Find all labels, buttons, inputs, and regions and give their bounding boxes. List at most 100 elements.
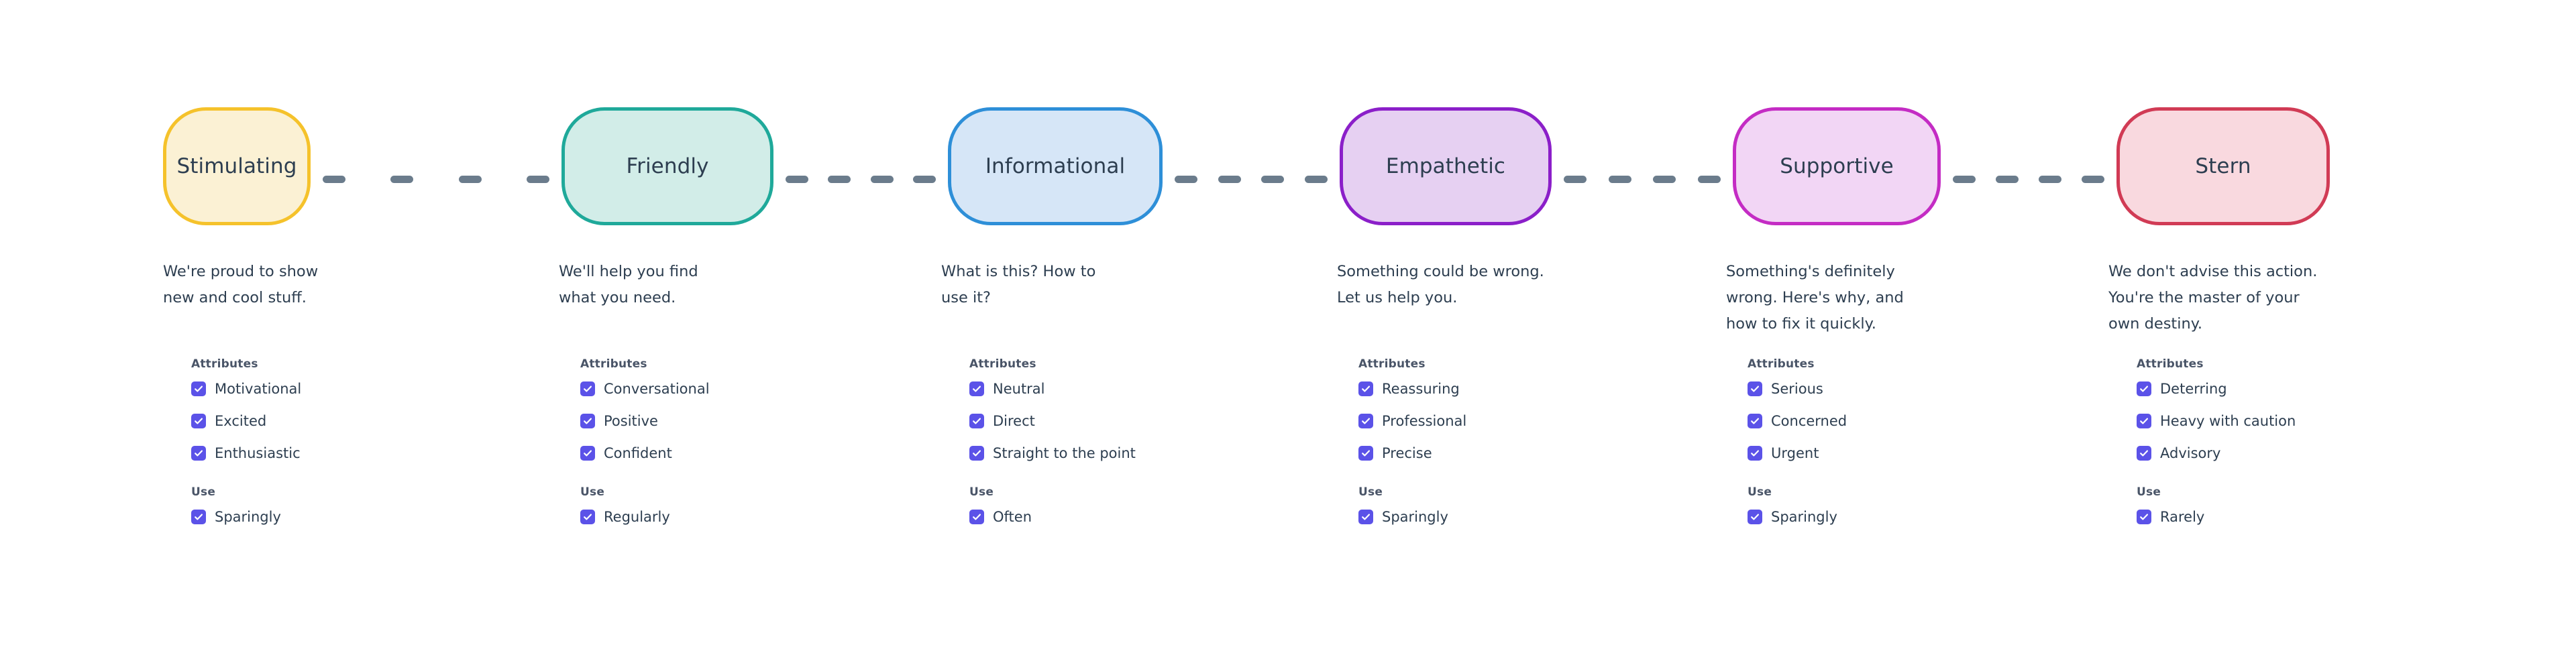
tone-pill-shape: Empathetic	[1340, 107, 1552, 225]
tone-pill[interactable]: Friendly	[561, 107, 773, 225]
checkbox-checked-icon[interactable]	[2137, 446, 2151, 461]
tone-pill[interactable]: Stern	[2116, 107, 2330, 225]
tone-pill[interactable]: Stimulating	[163, 107, 311, 225]
checkbox-checked-icon[interactable]	[969, 414, 984, 428]
checkbox-checked-icon[interactable]	[1748, 446, 1762, 461]
attribute-item[interactable]: Professional	[1358, 409, 1694, 433]
attribute-item[interactable]: Advisory	[2137, 441, 2472, 465]
checkbox-checked-icon[interactable]	[580, 446, 595, 461]
checkbox-checked-icon[interactable]	[2137, 510, 2151, 524]
checkbox-checked-icon[interactable]	[969, 446, 984, 461]
connector-dash	[1564, 175, 1587, 183]
use-item[interactable]: Often	[969, 505, 1305, 529]
checkbox-checked-icon[interactable]	[191, 510, 206, 524]
tone-column: Stern We don't advise this action. You're …	[2108, 0, 2498, 649]
attribute-label: Heavy with caution	[2160, 412, 2296, 429]
use-item[interactable]: Rarely	[2137, 505, 2472, 529]
attribute-item[interactable]: Reassuring	[1358, 377, 1694, 401]
checkbox-checked-icon[interactable]	[191, 446, 206, 461]
attribute-label: Direct	[993, 412, 1035, 429]
dashed-connector-icon	[786, 173, 936, 185]
connector-dash	[458, 175, 482, 183]
checkbox-checked-icon[interactable]	[1358, 381, 1373, 396]
tone-pill[interactable]: Empathetic	[1340, 107, 1552, 225]
attribute-item[interactable]: Concerned	[1748, 409, 2083, 433]
attribute-item[interactable]: Straight to the point	[969, 441, 1305, 465]
use-item[interactable]: Sparingly	[1748, 505, 2083, 529]
attribute-item[interactable]: Deterring	[2137, 377, 2472, 401]
tone-pill-shape: Informational	[948, 107, 1163, 225]
checkbox-checked-icon[interactable]	[2137, 414, 2151, 428]
attribute-item[interactable]: Direct	[969, 409, 1305, 433]
use-label: Often	[993, 508, 1032, 525]
description-line: Something could be wrong.	[1337, 263, 1544, 280]
attribute-item[interactable]: Excited	[191, 409, 527, 433]
attribute-item[interactable]: Precise	[1358, 441, 1694, 465]
connector-dash	[1608, 175, 1631, 183]
connector-dash	[1653, 175, 1676, 183]
attribute-label: Concerned	[1771, 412, 1847, 429]
attribute-item[interactable]: Motivational	[191, 377, 527, 401]
use-label: Sparingly	[1382, 508, 1448, 525]
use-item[interactable]: Sparingly	[1358, 505, 1694, 529]
checkbox-checked-icon[interactable]	[580, 381, 595, 396]
checkbox-checked-icon[interactable]	[1358, 510, 1373, 524]
use-item[interactable]: Sparingly	[191, 505, 527, 529]
description-line: own destiny.	[2108, 315, 2203, 333]
attribute-item[interactable]: Neutral	[969, 377, 1305, 401]
checkbox-checked-icon[interactable]	[969, 381, 984, 396]
attribute-item[interactable]: Serious	[1748, 377, 2083, 401]
attribute-label: Enthusiastic	[215, 445, 301, 461]
use-item[interactable]: Regularly	[580, 505, 916, 529]
connector-dash	[1304, 175, 1328, 183]
attribute-item[interactable]: Conversational	[580, 377, 916, 401]
attribute-label: Advisory	[2160, 445, 2221, 461]
tone-pill-shape: Stern	[2116, 107, 2330, 225]
attribute-label: Motivational	[215, 380, 302, 397]
attribute-item[interactable]: Enthusiastic	[191, 441, 527, 465]
checkbox-checked-icon[interactable]	[580, 510, 595, 524]
checkbox-checked-icon[interactable]	[1748, 381, 1762, 396]
tone-description: Something could be wrong. Let us help you…	[1337, 259, 1619, 311]
description-line: What is this? How to	[941, 263, 1096, 280]
checkbox-checked-icon[interactable]	[1748, 510, 1762, 524]
checkbox-checked-icon[interactable]	[580, 414, 595, 428]
checkbox-checked-icon[interactable]	[1358, 414, 1373, 428]
dashed-connector-icon	[323, 173, 549, 185]
checkbox-checked-icon[interactable]	[191, 414, 206, 428]
tone-pill[interactable]: Supportive	[1733, 107, 1941, 225]
checkbox-checked-icon[interactable]	[969, 510, 984, 524]
connector-dash	[1175, 175, 1197, 183]
description-line: use it?	[941, 289, 991, 306]
checkbox-checked-icon[interactable]	[1748, 414, 1762, 428]
attribute-item[interactable]: Confident	[580, 441, 916, 465]
dashed-connector-icon	[1175, 173, 1328, 185]
tone-pill-label: Empathetic	[1385, 154, 1506, 178]
description-line: You're the master of your	[2108, 289, 2300, 306]
description-line: Let us help you.	[1337, 289, 1458, 306]
dashed-connector-icon	[1953, 173, 2104, 185]
attribute-label: Conversational	[604, 380, 710, 397]
description-line: We don't advise this action.	[2108, 263, 2318, 280]
checkbox-checked-icon[interactable]	[1358, 446, 1373, 461]
checkbox-checked-icon[interactable]	[191, 381, 206, 396]
tone-description: What is this? How to use it?	[941, 259, 1223, 311]
attribute-item[interactable]: Urgent	[1748, 441, 2083, 465]
use-title: Use	[969, 485, 994, 499]
connector-dash	[323, 175, 345, 183]
tone-pill-label: Informational	[985, 154, 1126, 178]
attribute-item[interactable]: Heavy with caution	[2137, 409, 2472, 433]
attribute-item[interactable]: Positive	[580, 409, 916, 433]
attribute-label: Positive	[604, 412, 658, 429]
tone-pill[interactable]: Informational	[948, 107, 1163, 225]
checkbox-checked-icon[interactable]	[2137, 381, 2151, 396]
tone-pill-label: Stimulating	[176, 154, 297, 178]
